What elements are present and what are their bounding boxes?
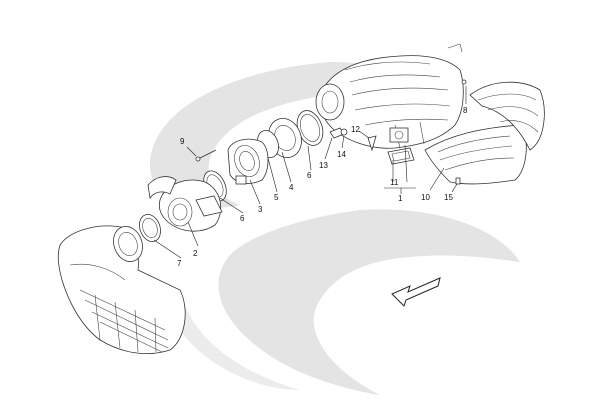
callout-5: 5 — [274, 193, 279, 202]
callout-10: 10 — [421, 193, 430, 202]
air-duct-part — [147, 176, 223, 232]
callout-4: 4 — [289, 183, 294, 192]
bolt-part — [195, 149, 217, 162]
gasket-part — [387, 147, 415, 165]
arrow-down-left-icon — [391, 277, 441, 307]
callout-11: 11 — [390, 178, 399, 187]
callout-6-right: 6 — [307, 171, 312, 180]
callout-7: 7 — [177, 259, 182, 268]
callout-1: 1 — [398, 194, 403, 203]
fittings-part — [329, 127, 377, 152]
throttle-body-part — [227, 138, 269, 185]
callout-2: 2 — [193, 249, 198, 258]
intake-manifold-part — [315, 43, 467, 149]
clamp-ring-part — [139, 214, 161, 242]
callout-12: 12 — [351, 125, 360, 134]
leader-lines — [153, 86, 467, 259]
background-swirl — [150, 62, 520, 395]
callout-9: 9 — [180, 137, 185, 146]
callout-6-left: 6 — [240, 214, 245, 223]
engine-cover-part — [424, 81, 545, 185]
callout-14: 14 — [337, 150, 346, 159]
callout-13: 13 — [319, 161, 328, 170]
callout-8: 8 — [463, 106, 468, 115]
callout-15: 15 — [444, 193, 453, 202]
callout-labels: 1 2 3 4 5 6 6 7 8 9 10 11 12 13 14 15 — [177, 106, 468, 268]
air-box-part — [57, 225, 186, 355]
callout-3: 3 — [258, 205, 263, 214]
gasket-ring-part — [296, 110, 324, 146]
